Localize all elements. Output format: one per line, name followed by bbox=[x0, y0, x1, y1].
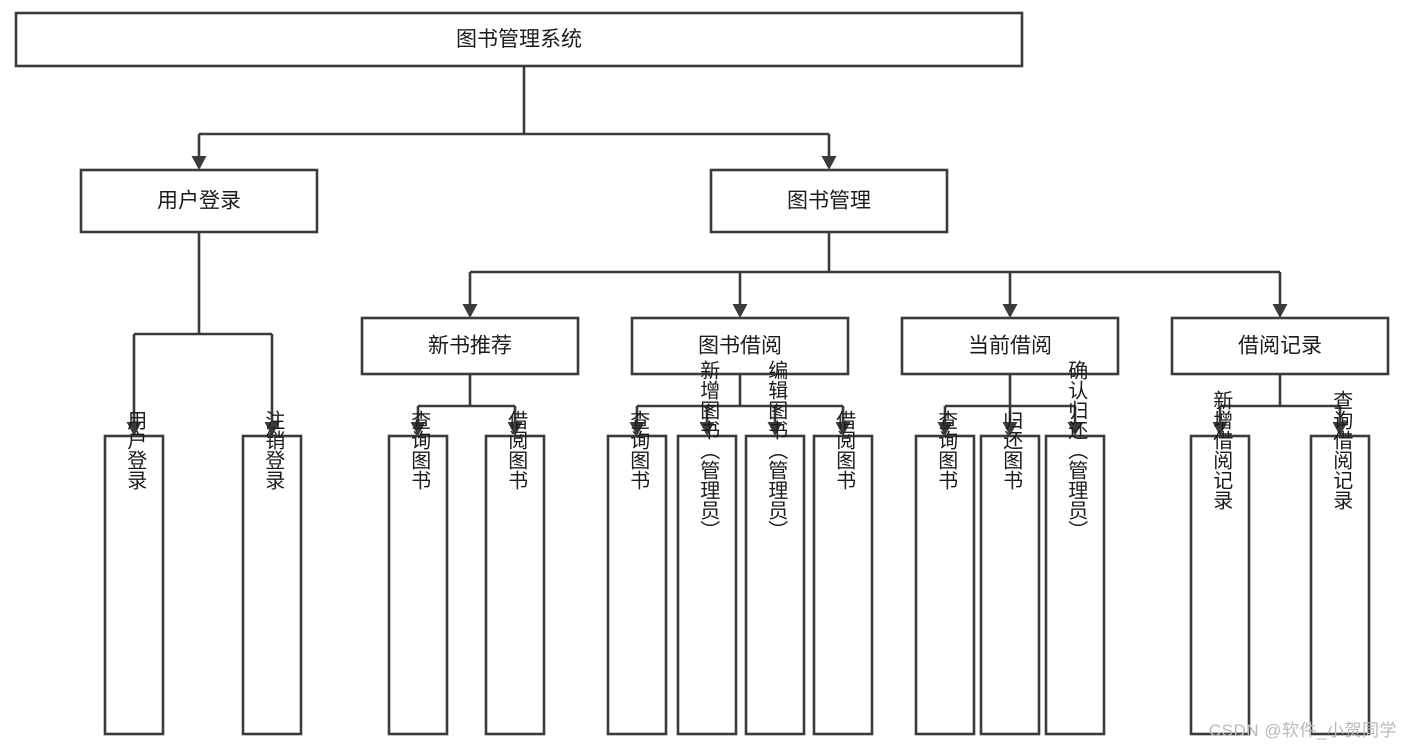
node-label-leaf-add-book: 新增图书（管理员） bbox=[697, 360, 720, 540]
node-box-leaf-query-book-rec[interactable] bbox=[387, 434, 449, 736]
node-label-current-borrow: 当前借阅 bbox=[968, 335, 1052, 358]
node-leaf-user-login[interactable]: 用户登录 bbox=[103, 410, 165, 736]
node-box-leaf-edit-book[interactable] bbox=[744, 434, 806, 736]
node-leaf-query-book-cur[interactable]: 查询图书 bbox=[914, 410, 976, 736]
node-new-book-recommend[interactable]: 新书推荐 bbox=[360, 316, 580, 376]
node-box-leaf-query-book-cur[interactable] bbox=[914, 434, 976, 736]
node-box-leaf-query-record[interactable] bbox=[1309, 434, 1371, 736]
node-box-leaf-borrow-book-rec[interactable] bbox=[484, 434, 546, 736]
node-book-borrow[interactable]: 图书借阅 bbox=[630, 316, 850, 376]
root-to-level2-1-arrowhead-icon bbox=[821, 156, 837, 170]
node-box-leaf-logout[interactable] bbox=[241, 434, 303, 736]
node-leaf-edit-book[interactable]: 编辑图书（管理员） bbox=[744, 360, 806, 736]
connector-layer bbox=[126, 66, 1348, 436]
node-label-book-borrow: 图书借阅 bbox=[698, 335, 782, 358]
node-label-leaf-confirm-return: 确认归还（管理员） bbox=[1065, 360, 1088, 540]
root-to-level2-0-arrowhead-icon bbox=[191, 156, 207, 170]
borrow-record-leaf-0-arrowhead-icon bbox=[1212, 422, 1228, 436]
user-login-leaf-1-arrowhead-icon bbox=[264, 422, 280, 436]
node-box-book-borrow[interactable] bbox=[630, 316, 850, 376]
node-label-borrow-record: 借阅记录 bbox=[1238, 335, 1322, 358]
node-box-leaf-add-book[interactable] bbox=[676, 434, 738, 736]
node-user-login[interactable]: 用户登录 bbox=[79, 168, 319, 234]
node-box-leaf-query-book[interactable] bbox=[606, 434, 668, 736]
node-leaf-logout[interactable]: 注销登录 bbox=[241, 410, 303, 736]
borrow-record-leaf-1-arrowhead-icon bbox=[1332, 422, 1348, 436]
node-label-leaf-return-book: 归还图书 bbox=[1000, 410, 1023, 490]
node-layer: 图书管理系统用户登录图书管理新书推荐图书借阅当前借阅借阅记录用户登录注销登录查询… bbox=[14, 11, 1390, 736]
csdn-watermark: CSDN @软件_小贺同学 bbox=[1208, 721, 1397, 740]
node-label-leaf-edit-book: 编辑图书（管理员） bbox=[765, 360, 788, 540]
book-borrow-leaf-1-arrowhead-icon bbox=[699, 422, 715, 436]
node-box-book-manage[interactable] bbox=[709, 168, 949, 234]
node-label-leaf-borrow-book: 借阅图书 bbox=[833, 410, 856, 490]
node-label-new-book-recommend: 新书推荐 bbox=[428, 335, 512, 358]
new-book-recommend-leaf-1-arrowhead-icon bbox=[507, 422, 523, 436]
node-box-leaf-user-login[interactable] bbox=[103, 434, 165, 736]
node-box-new-book-recommend[interactable] bbox=[360, 316, 580, 376]
book-manage-to-level3-3-arrowhead-icon bbox=[1272, 304, 1288, 318]
node-current-borrow[interactable]: 当前借阅 bbox=[900, 316, 1120, 376]
node-box-leaf-confirm-return[interactable] bbox=[1044, 434, 1106, 736]
node-label-leaf-user-login: 用户登录 bbox=[124, 410, 147, 490]
node-label-root: 图书管理系统 bbox=[456, 28, 582, 51]
node-leaf-add-book[interactable]: 新增图书（管理员） bbox=[676, 360, 738, 736]
node-label-leaf-query-book-cur: 查询图书 bbox=[935, 410, 958, 490]
book-manage-to-level3-1-arrowhead-icon bbox=[732, 304, 748, 318]
current-borrow-leaf-1-arrowhead-icon bbox=[1002, 422, 1018, 436]
current-borrow-leaf-2-arrowhead-icon bbox=[1067, 422, 1083, 436]
node-leaf-borrow-book-rec[interactable]: 借阅图书 bbox=[484, 410, 546, 736]
user-login-leaf-0-arrowhead-icon bbox=[126, 422, 142, 436]
node-label-leaf-query-book: 查询图书 bbox=[627, 410, 650, 490]
node-box-borrow-record[interactable] bbox=[1170, 316, 1390, 376]
node-box-user-login[interactable] bbox=[79, 168, 319, 234]
node-leaf-return-book[interactable]: 归还图书 bbox=[979, 410, 1041, 736]
node-leaf-borrow-book[interactable]: 借阅图书 bbox=[812, 410, 874, 736]
node-box-leaf-borrow-book[interactable] bbox=[812, 434, 874, 736]
new-book-recommend-leaf-0-arrowhead-icon bbox=[410, 422, 426, 436]
book-borrow-leaf-2-arrowhead-icon bbox=[767, 422, 783, 436]
book-manage-to-level3-0-arrowhead-icon bbox=[462, 304, 478, 318]
current-borrow-leaf-0-arrowhead-icon bbox=[937, 422, 953, 436]
node-box-current-borrow[interactable] bbox=[900, 316, 1120, 376]
node-leaf-add-record[interactable]: 新增借阅记录 bbox=[1189, 390, 1251, 736]
node-box-root[interactable] bbox=[14, 11, 1024, 68]
node-label-leaf-logout: 注销登录 bbox=[262, 410, 285, 490]
node-label-leaf-add-record: 新增借阅记录 bbox=[1210, 390, 1233, 510]
node-label-leaf-query-book-rec: 查询图书 bbox=[408, 410, 431, 490]
node-box-leaf-return-book[interactable] bbox=[979, 434, 1041, 736]
node-root[interactable]: 图书管理系统 bbox=[14, 11, 1024, 68]
node-leaf-query-book[interactable]: 查询图书 bbox=[606, 410, 668, 736]
book-manage-to-level3-2-arrowhead-icon bbox=[1002, 304, 1018, 318]
node-borrow-record[interactable]: 借阅记录 bbox=[1170, 316, 1390, 376]
node-box-leaf-add-record[interactable] bbox=[1189, 434, 1251, 736]
node-leaf-confirm-return[interactable]: 确认归还（管理员） bbox=[1044, 360, 1106, 736]
node-label-leaf-query-record: 查询借阅记录 bbox=[1330, 390, 1353, 510]
node-book-manage[interactable]: 图书管理 bbox=[709, 168, 949, 234]
node-label-leaf-borrow-book-rec: 借阅图书 bbox=[505, 410, 528, 490]
node-label-book-manage: 图书管理 bbox=[787, 190, 871, 213]
node-leaf-query-book-rec[interactable]: 查询图书 bbox=[387, 410, 449, 736]
book-borrow-leaf-3-arrowhead-icon bbox=[835, 422, 851, 436]
node-label-user-login: 用户登录 bbox=[157, 190, 241, 213]
node-leaf-query-record[interactable]: 查询借阅记录 bbox=[1309, 390, 1371, 736]
book-borrow-leaf-0-arrowhead-icon bbox=[629, 422, 645, 436]
